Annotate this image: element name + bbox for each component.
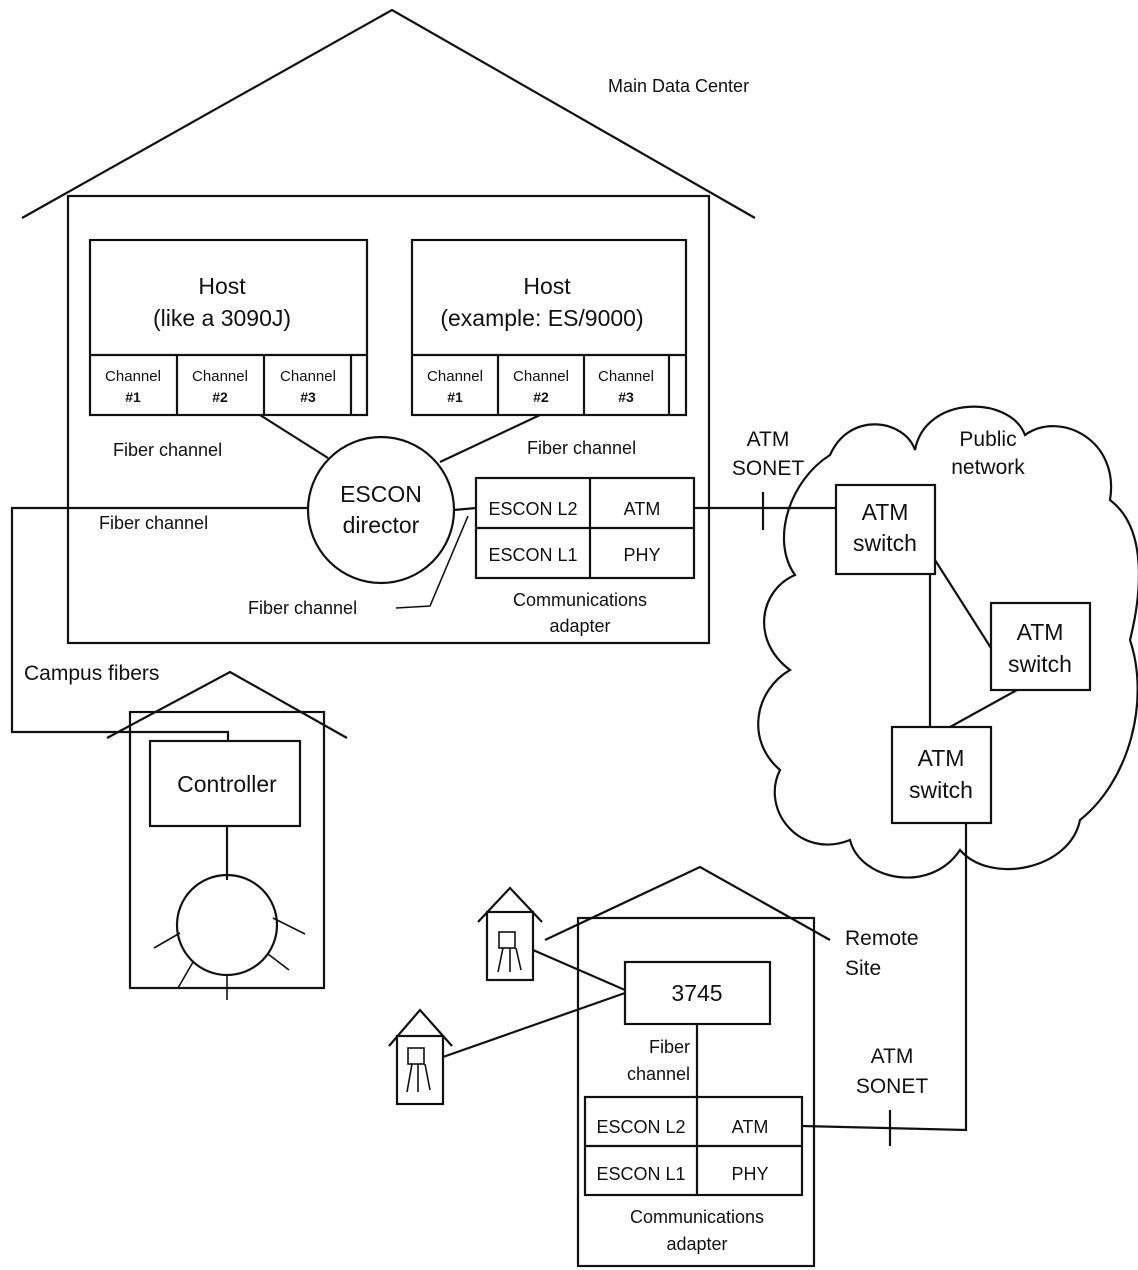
- fiber-channel-line2: channel: [627, 1064, 690, 1084]
- main-walls: [66, 194, 711, 645]
- fiber-leader-line: [395, 515, 469, 609]
- fiber-channel-label: Fiber channel: [99, 513, 208, 533]
- atm-switch: ATM switch: [890, 725, 993, 825]
- atm-switch: ATM switch: [834, 483, 937, 576]
- escon-l2-label: ESCON L2: [596, 1117, 685, 1137]
- escon-l2-label: ESCON L2: [488, 499, 577, 519]
- atm-switch-line1: ATM: [918, 745, 965, 771]
- channel-number: #3: [618, 389, 634, 405]
- remote-atm-sonet-link: [801, 823, 968, 1132]
- terminal-link: [532, 948, 626, 992]
- public-network-line1: Public: [959, 428, 1016, 451]
- sonet-link-label: SONET: [732, 457, 805, 480]
- channel-number: #3: [300, 389, 316, 405]
- channel-number: #1: [125, 389, 141, 405]
- channel-number: #1: [447, 389, 463, 405]
- campus-roof: [106, 670, 348, 739]
- terminal-house: [388, 1008, 453, 1106]
- channel-number: #2: [212, 389, 228, 405]
- host-1-title: Host: [198, 273, 246, 299]
- atm-layer-label: ATM: [624, 499, 661, 519]
- channel-label: Channel: [105, 368, 161, 385]
- fiber-channel-label: Fiber channel: [527, 438, 636, 458]
- remote-site-building: Remote Site 3745 Fiber channel ESCON L2 …: [544, 865, 919, 1268]
- terminal-house: [477, 886, 543, 982]
- escon-director-line1: ESCON: [340, 481, 422, 507]
- atm-switch-line2: switch: [1008, 651, 1072, 677]
- main-data-center-title: Main Data Center: [608, 76, 749, 96]
- fiber-channel-label: Fiber channel: [248, 598, 357, 618]
- atm-switch-line1: ATM: [862, 499, 909, 525]
- public-network-cloud: Public network: [757, 405, 1138, 879]
- campus-building: Controller: [106, 670, 348, 1000]
- channel-number: #2: [533, 389, 549, 405]
- atm-switch-line2: switch: [909, 777, 973, 803]
- remote-site-line1: Remote: [845, 927, 919, 950]
- main-communications-adapter: ESCON L2 ATM ESCON L1 PHY Communications…: [474, 476, 696, 636]
- phy-layer-label: PHY: [731, 1164, 768, 1184]
- fiber-channel-line1: Fiber: [649, 1037, 690, 1057]
- public-network-line2: network: [951, 456, 1025, 479]
- channel-label: Channel: [598, 368, 654, 385]
- atm-layer-label: ATM: [732, 1117, 769, 1137]
- main-roof: [21, 8, 756, 219]
- remote-walls: [576, 916, 816, 1268]
- adapter-caption-line2: adapter: [549, 616, 610, 636]
- host-1-subtitle: (like a 3090J): [153, 305, 291, 331]
- fiber-link: [439, 414, 541, 463]
- campus-fiber-link: [10, 506, 308, 741]
- adapter-caption-line2: adapter: [666, 1234, 727, 1254]
- atm-link-label: ATM: [747, 428, 790, 451]
- fiber-channel-label: Fiber channel: [113, 440, 222, 460]
- campus-fibers-label: Campus fibers: [24, 662, 159, 685]
- escon-l1-label: ESCON L1: [596, 1164, 685, 1184]
- escon-director-line2: director: [343, 512, 420, 538]
- controller-label: Controller: [177, 771, 277, 797]
- atm-switch-line1: ATM: [1017, 619, 1064, 645]
- host-2-subtitle: (example: ES/9000): [440, 305, 643, 331]
- channel-label: Channel: [427, 368, 483, 385]
- phy-layer-label: PHY: [623, 545, 660, 565]
- channel-label: Channel: [192, 368, 248, 385]
- device-3745-label: 3745: [671, 980, 722, 1006]
- channel-label: Channel: [513, 368, 569, 385]
- atm-switch-line2: switch: [853, 530, 917, 556]
- escon-director: ESCON director: [259, 414, 541, 585]
- terminal-link: [442, 991, 626, 1059]
- adapter-caption-line1: Communications: [630, 1207, 764, 1227]
- fiber-link: [259, 414, 329, 459]
- channel-label: Channel: [280, 368, 336, 385]
- escon-l1-label: ESCON L1: [488, 545, 577, 565]
- remote-roof: [544, 865, 831, 941]
- token-ring: [175, 873, 279, 977]
- host-1: Host (like a 3090J) Channel #1 Channel #…: [88, 238, 369, 417]
- remote-site-line2: Site: [845, 957, 881, 980]
- fiber-link: [453, 506, 477, 512]
- host-2: Host (example: ES/9000) Channel #1 Chann…: [410, 238, 688, 417]
- switch-link: [949, 689, 1018, 728]
- atm-switch: ATM switch: [989, 601, 1092, 692]
- host-2-title: Host: [523, 273, 571, 299]
- main-data-center: Main Data Center: [21, 8, 756, 645]
- switch-link: [934, 559, 992, 649]
- atm-link-label: ATM: [871, 1045, 914, 1068]
- adapter-caption-line1: Communications: [513, 590, 647, 610]
- sonet-link-label: SONET: [856, 1075, 929, 1098]
